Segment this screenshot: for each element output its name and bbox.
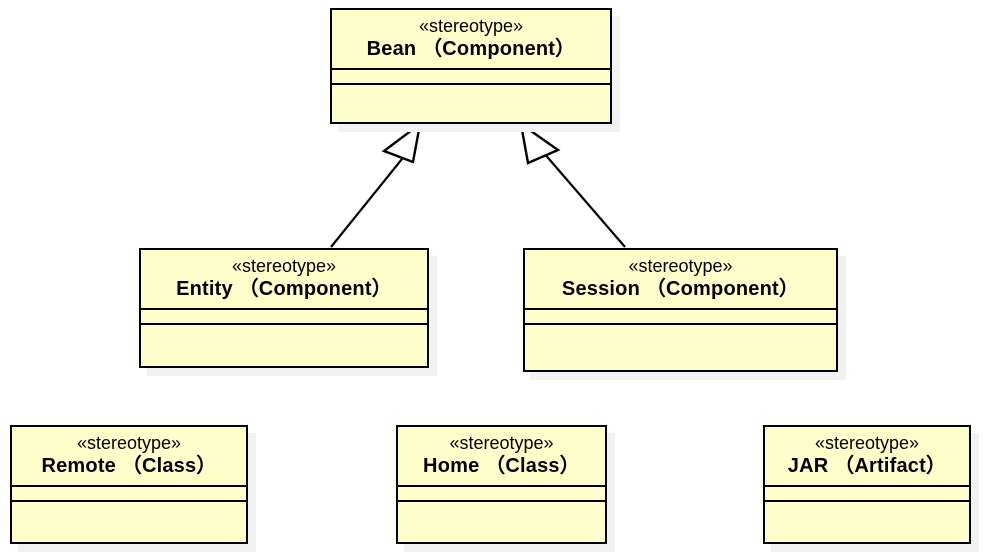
stereotype-label-entity: «stereotype»	[231, 256, 337, 276]
uml-node-jar[interactable]: «stereotype» JAR （Artifact）	[763, 425, 971, 544]
attributes-compartment-remote	[12, 487, 246, 502]
class-name-label-session: Session （Component）	[561, 278, 800, 300]
attributes-compartment-entity	[141, 310, 427, 325]
generalization-edge-entity-to-bean	[330, 121, 422, 248]
operations-compartment-entity	[141, 325, 427, 340]
class-name-label-entity: Entity （Component）	[176, 278, 392, 300]
operations-compartment-home	[398, 502, 605, 517]
generalization-edge-session-to-bean	[519, 121, 626, 248]
class-name-label-jar: JAR （Artifact）	[787, 455, 947, 477]
stereotype-label-bean: «stereotype»	[418, 16, 524, 36]
class-name-label-bean: Bean （Component）	[366, 38, 576, 60]
operations-compartment-session	[525, 325, 836, 340]
uml-node-bean[interactable]: «stereotype» Bean （Component）	[330, 8, 612, 124]
stereotype-label-home: «stereotype»	[449, 433, 554, 453]
generalization-line-entity	[330, 153, 407, 248]
uml-node-remote[interactable]: «stereotype» Remote （Class）	[10, 425, 248, 544]
operations-compartment-remote	[12, 502, 246, 517]
name-compartment-home: «stereotype» Home （Class）	[398, 427, 605, 487]
class-name-label-home: Home （Class）	[423, 455, 580, 477]
name-compartment-jar: «stereotype» JAR （Artifact）	[765, 427, 969, 487]
generalization-line-session	[542, 151, 626, 248]
name-compartment-bean: «stereotype» Bean （Component）	[332, 10, 610, 70]
stereotype-label-remote: «stereotype»	[76, 433, 182, 453]
name-compartment-entity: «stereotype» Entity （Component）	[141, 250, 427, 310]
name-compartment-remote: «stereotype» Remote （Class）	[12, 427, 246, 487]
operations-compartment-bean	[332, 85, 610, 100]
class-name-label-remote: Remote （Class）	[41, 455, 217, 477]
attributes-compartment-session	[525, 310, 836, 325]
stereotype-label-jar: «stereotype»	[814, 433, 920, 453]
name-compartment-session: «stereotype» Session （Component）	[525, 250, 836, 310]
uml-node-entity[interactable]: «stereotype» Entity （Component）	[139, 248, 429, 368]
operations-compartment-jar	[765, 502, 969, 517]
uml-node-home[interactable]: «stereotype» Home （Class）	[396, 425, 607, 544]
uml-node-session[interactable]: «stereotype» Session （Component）	[523, 248, 838, 372]
attributes-compartment-jar	[765, 487, 969, 502]
attributes-compartment-bean	[332, 70, 610, 85]
stereotype-label-session: «stereotype»	[628, 256, 733, 276]
attributes-compartment-home	[398, 487, 605, 502]
